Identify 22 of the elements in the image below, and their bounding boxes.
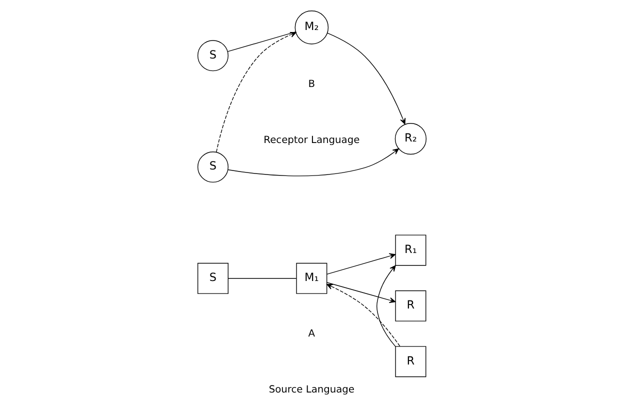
label: A xyxy=(308,328,315,340)
node-circle: M₂ xyxy=(294,10,328,44)
arrow xyxy=(216,32,296,152)
arrow xyxy=(326,253,396,275)
node-box: R xyxy=(394,290,426,322)
node-box: R xyxy=(394,346,426,378)
connector xyxy=(226,32,296,52)
arrow xyxy=(326,32,406,124)
node-circle: R₂ xyxy=(394,123,426,155)
arrow xyxy=(326,282,396,304)
node-circle: S xyxy=(196,40,228,72)
node-box: R₁ xyxy=(394,234,426,266)
arrow xyxy=(227,148,399,176)
node-box: S xyxy=(196,262,228,294)
label: B xyxy=(308,79,315,90)
connector xyxy=(227,278,296,279)
label: Source Language xyxy=(268,384,354,396)
node-circle: S xyxy=(196,152,228,183)
node-box: M₁ xyxy=(296,262,327,294)
arrow xyxy=(376,265,396,347)
label: Receptor Language xyxy=(263,134,360,146)
arrow xyxy=(326,284,400,347)
